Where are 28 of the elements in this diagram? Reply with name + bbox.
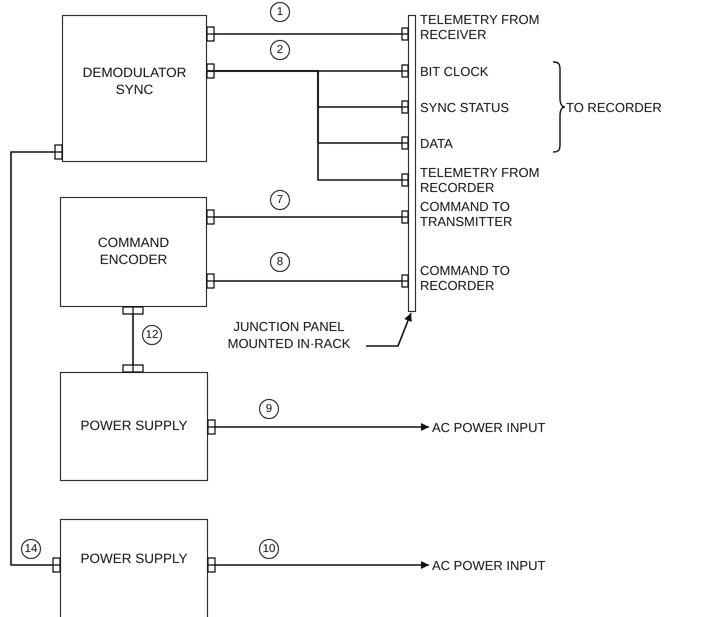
port-label: DATA xyxy=(420,136,453,151)
edge-label: 2 xyxy=(270,40,290,60)
port-label: COMMAND TO TRANSMITTER xyxy=(420,199,514,229)
edge-label: 14 xyxy=(21,539,41,559)
leader-line xyxy=(366,312,412,347)
edge-label: 7 xyxy=(270,190,290,210)
port-label: BIT CLOCK xyxy=(420,64,488,79)
block-box xyxy=(60,197,207,307)
label-text: JUNCTION PANEL MOUNTED IN·RACK xyxy=(214,318,364,352)
edge-label: 9 xyxy=(259,399,279,419)
port-label: TELEMETRY FROM RECEIVER xyxy=(420,12,540,42)
label-text: AC POWER INPUT xyxy=(432,419,546,436)
edge-label: 1 xyxy=(270,2,290,22)
port-label: TO RECORDER xyxy=(566,100,662,115)
block-label: DEMODULATOR SYNC xyxy=(82,64,188,98)
label-text: AC POWER INPUT xyxy=(432,557,546,574)
port-label: SYNC STATUS xyxy=(420,100,510,115)
block-box xyxy=(60,519,208,617)
block-label: POWER SUPPLY xyxy=(79,550,189,567)
block-box xyxy=(60,372,208,481)
port-label: COMMAND TO RECORDER xyxy=(420,263,511,293)
block-box xyxy=(62,15,207,162)
edge-label: 8 xyxy=(270,252,290,272)
port-label: TELEMETRY FROM RECORDER xyxy=(420,165,540,195)
edge-label: 10 xyxy=(259,539,279,559)
block-label: COMMAND ENCODER xyxy=(96,234,170,268)
edge-label: 12 xyxy=(142,325,162,345)
block-label: POWER SUPPLY xyxy=(79,417,189,434)
